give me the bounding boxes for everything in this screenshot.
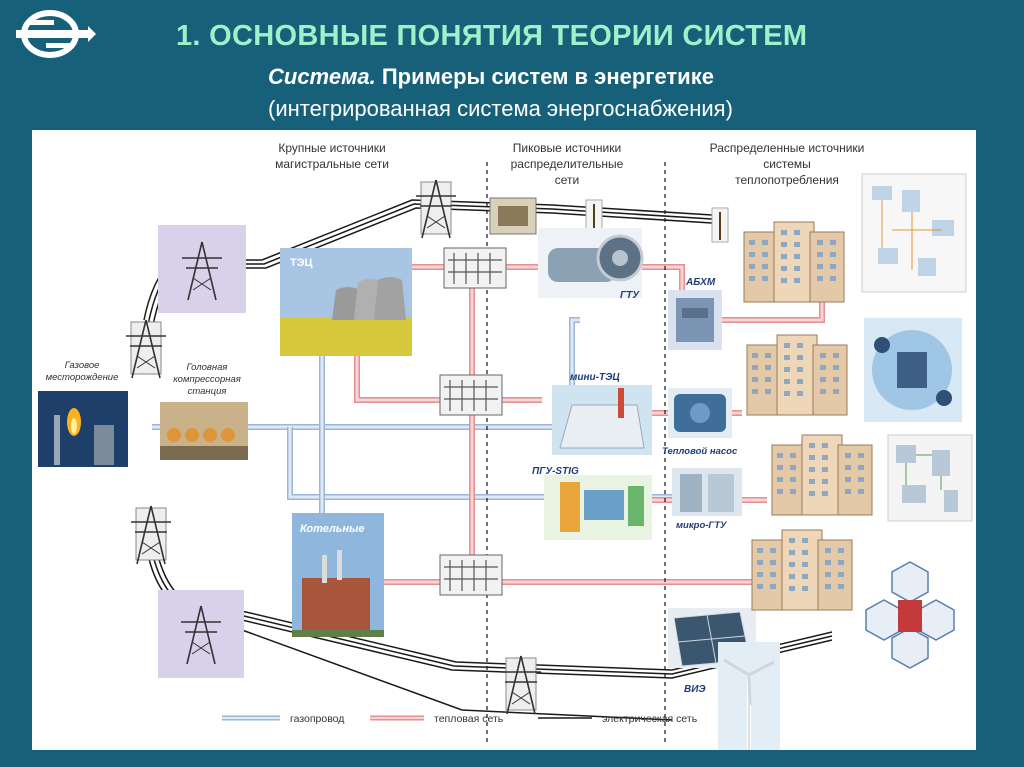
- pgu-label: ПГУ-STIG: [532, 466, 579, 477]
- gtu-turbine: [538, 228, 644, 298]
- substation-2: [439, 374, 503, 416]
- distribution-schematic-3: [887, 434, 973, 522]
- page-title: 1. ОСНОВНЫЕ ПОНЯТИЯ ТЕОРИИ СИСТЕМ: [176, 20, 808, 52]
- power-tower-large-top: [158, 225, 246, 313]
- gas-field: [38, 391, 128, 467]
- mini-tec-plant: [552, 385, 652, 455]
- power-tower-large-bottom: [158, 590, 244, 678]
- mini-tec-label: мини-ТЭЦ: [570, 372, 620, 383]
- tec-power-plant: [280, 248, 412, 356]
- organization-logo: [16, 10, 96, 58]
- tec-label: ТЭЦ: [290, 257, 313, 269]
- boilers-label: Котельные: [300, 523, 364, 535]
- compressor-station: [160, 402, 248, 460]
- distribution-schematic-4: [860, 552, 960, 672]
- residential-building-4: [751, 529, 853, 611]
- subtitle-text: Примеры систем в энергетике: [375, 64, 714, 89]
- heat-pump-label: Тепловой насос: [662, 446, 738, 457]
- legend-electric: электрическая сеть: [602, 713, 698, 725]
- boiler-house: [292, 513, 384, 637]
- page-subtitle: Система. Примеры систем в энергетике: [268, 64, 714, 90]
- wind-turbine: [718, 642, 780, 750]
- substation-3: [439, 554, 503, 596]
- page-subtitle-2: (интегрированная система энергоснабжения…: [268, 96, 733, 121]
- residential-building-3: [771, 434, 873, 516]
- distribution-schematic-2: [864, 318, 962, 422]
- vie-label: ВИЭ: [684, 684, 706, 695]
- substation-1: [443, 247, 507, 289]
- abhm-unit: [668, 290, 722, 350]
- micro-gtu-label: микро-ГТУ: [676, 520, 728, 531]
- power-tower-small-1: [125, 319, 167, 379]
- pgu-stig-plant: [544, 475, 652, 540]
- distribution-schematic-1: [861, 173, 967, 293]
- heat-pump-unit: [668, 388, 732, 438]
- legend-heat: тепловая сеть: [434, 713, 504, 725]
- subtitle-emphasis: Система.: [268, 64, 376, 89]
- legend-gas: газопровод: [290, 713, 344, 725]
- power-pole-1: [585, 199, 603, 233]
- power-tower-small-3: [415, 179, 457, 239]
- power-tower-small-2: [130, 505, 172, 565]
- residential-building-1: [743, 221, 845, 303]
- abhm-label: АБХМ: [685, 277, 716, 288]
- gtu-label: ГТУ: [620, 290, 640, 301]
- micro-gtu-unit: [672, 468, 742, 516]
- power-pole-2: [711, 207, 729, 243]
- legend: газопровод тепловая сеть электрическая с…: [222, 713, 698, 725]
- residential-building-2: [746, 334, 848, 416]
- power-tower-small-4: [500, 655, 542, 715]
- peak-substation-top: [489, 197, 537, 235]
